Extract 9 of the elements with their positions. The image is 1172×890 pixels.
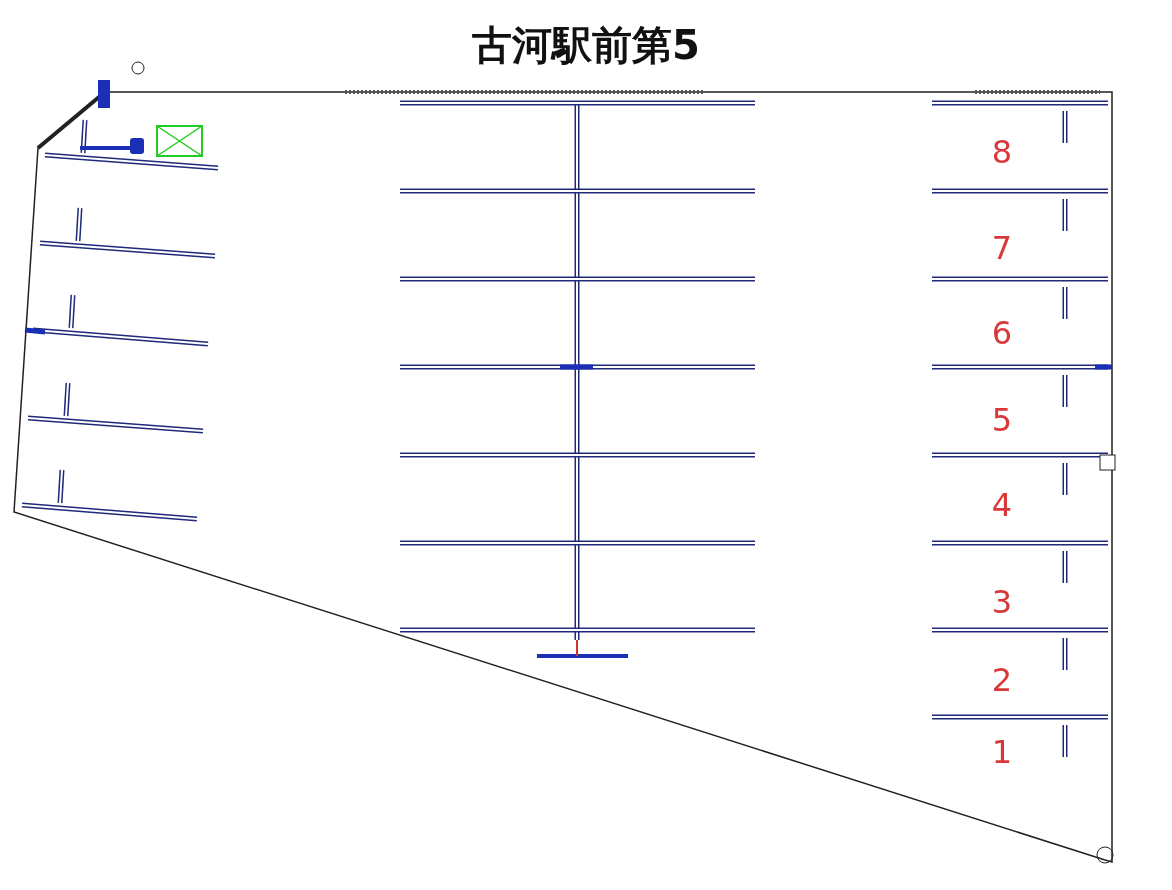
space-number: 4 — [991, 489, 1013, 521]
space-number: 6 — [991, 317, 1013, 349]
space-number: 2 — [991, 664, 1013, 696]
space-number: 7 — [991, 232, 1013, 264]
title: 古河駅前第5 — [471, 21, 701, 70]
space-number: 3 — [991, 586, 1013, 618]
space-number: 8 — [991, 136, 1013, 168]
space-number: 5 — [991, 404, 1013, 436]
space-number: 1 — [991, 736, 1013, 768]
